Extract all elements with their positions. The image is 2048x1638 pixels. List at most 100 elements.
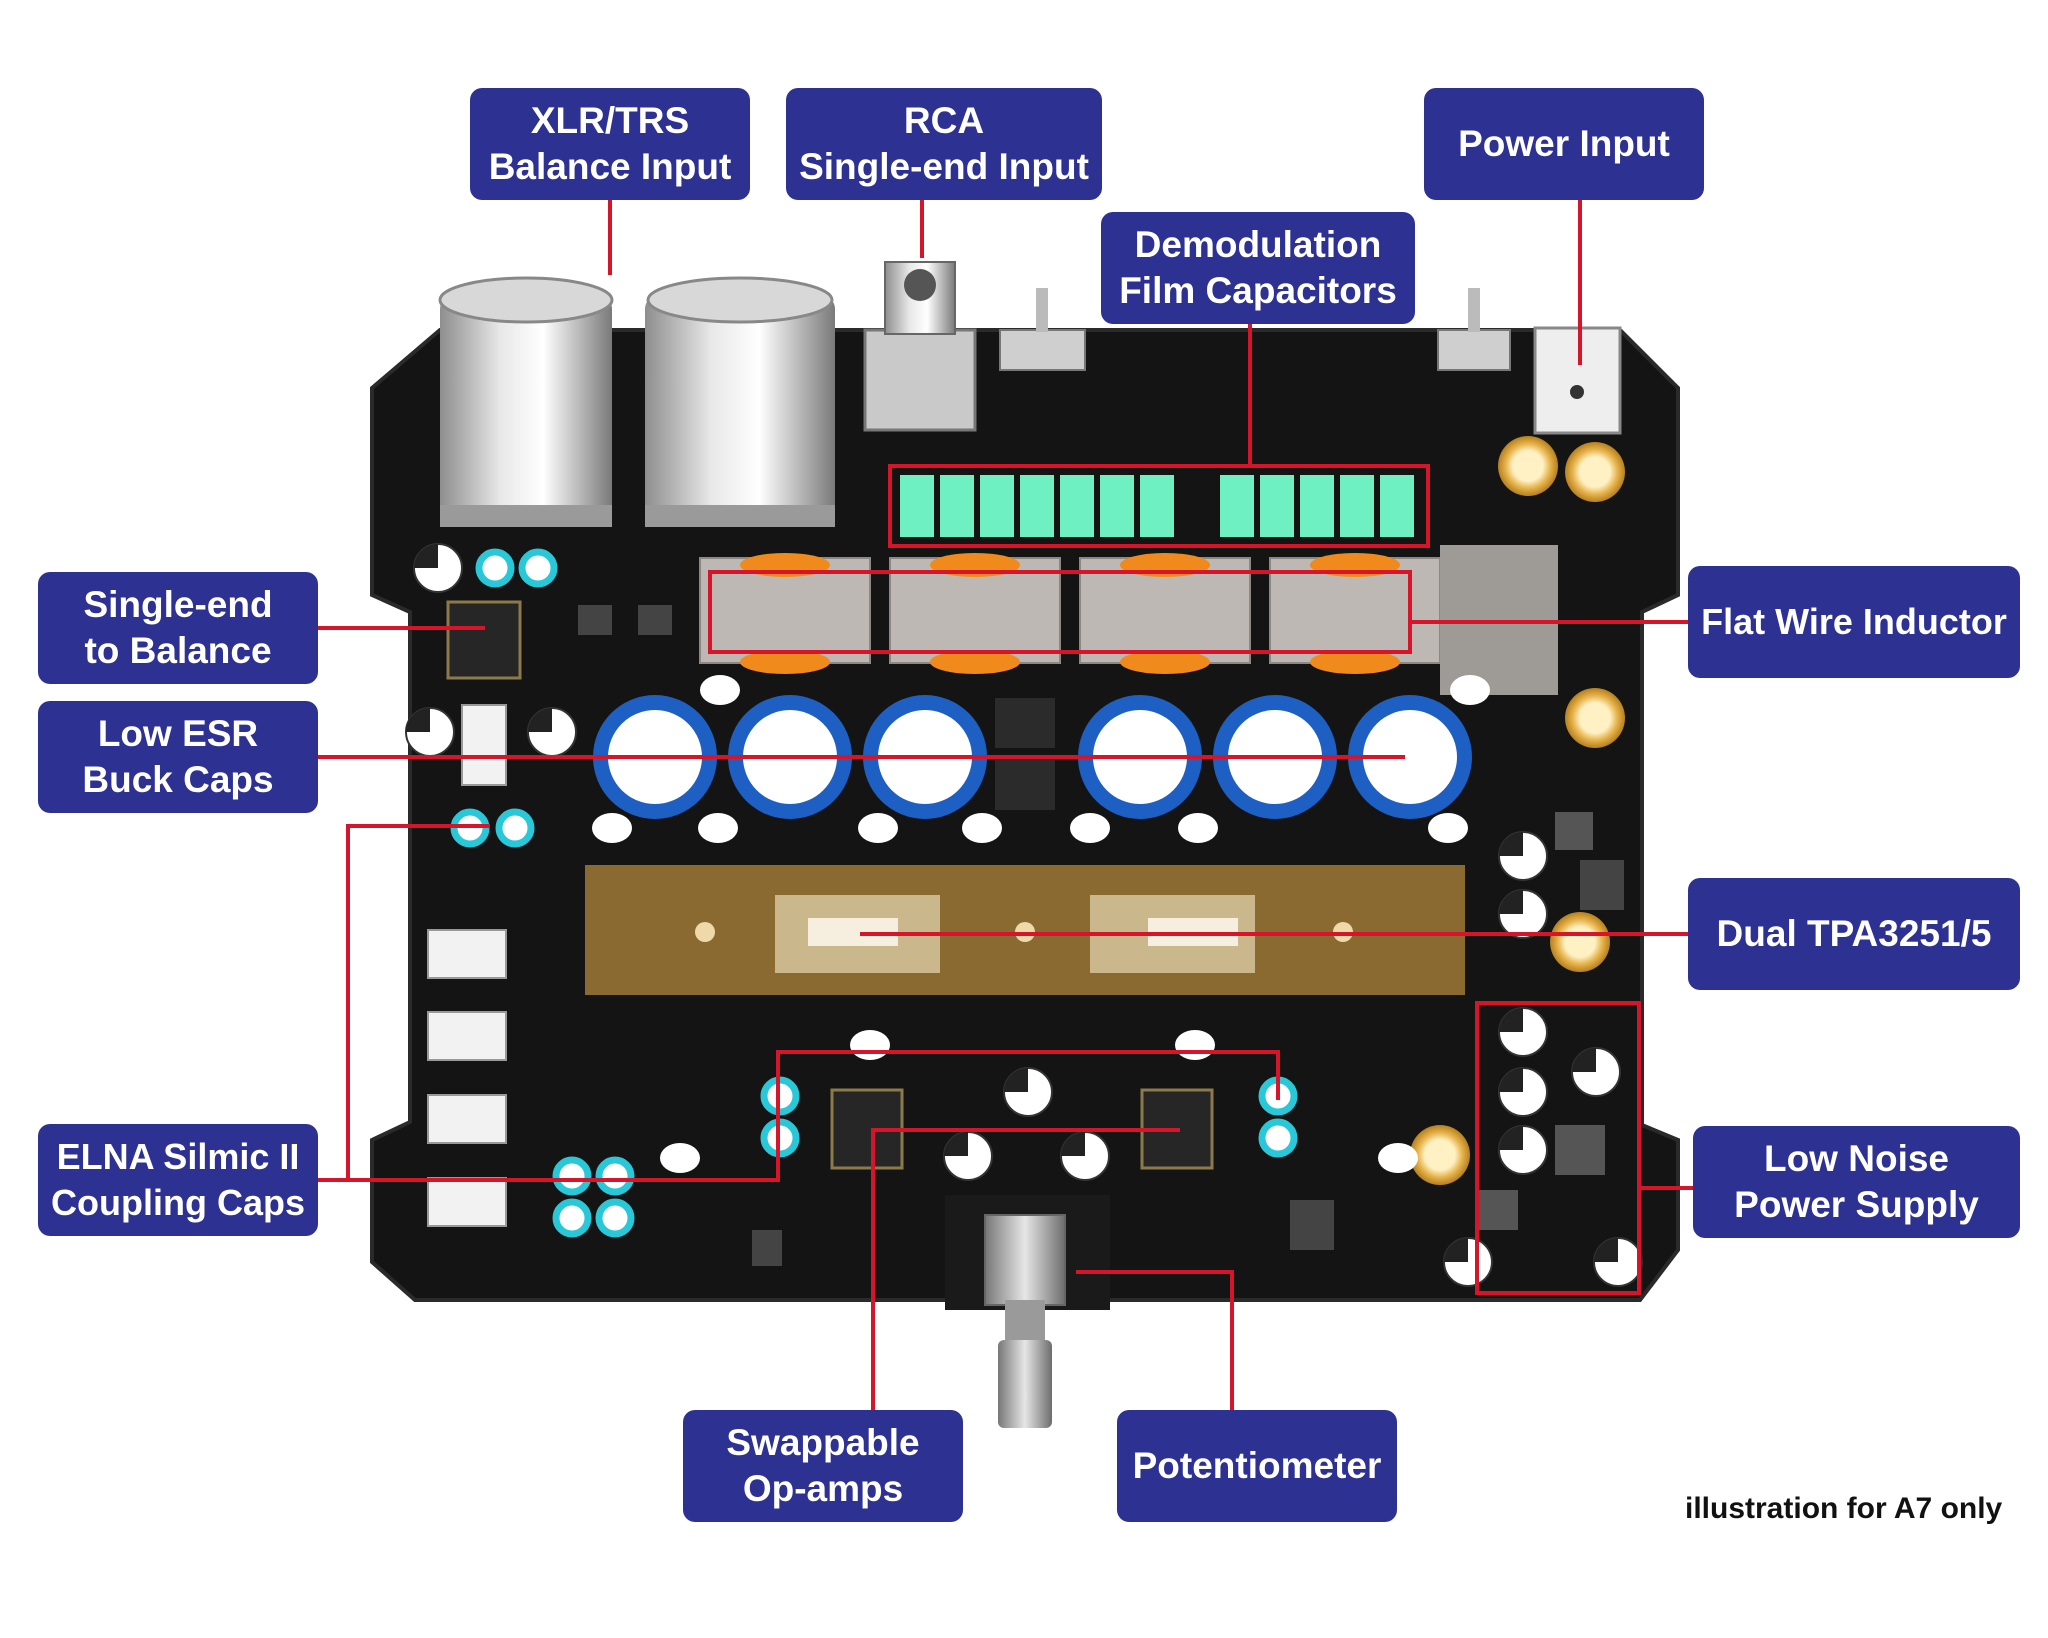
toggle-switch: [999, 329, 1086, 371]
cyan-ring-pad: [595, 1156, 635, 1196]
film-capacitor-bank: [900, 475, 1414, 537]
cyan-ring-pad: [552, 1156, 592, 1196]
leader-line: [318, 824, 490, 1182]
alu-capacitors: [405, 543, 1643, 1287]
mounting-pad: [1450, 675, 1490, 705]
regulator: [1580, 860, 1624, 910]
label-flat-wire-inductor: Flat Wire Inductor: [1688, 566, 2020, 678]
gold-capacitor: [1550, 912, 1610, 972]
mounting-pad: [660, 1143, 700, 1173]
label-rca-single-end-input: RCA Single-end Input: [786, 88, 1102, 200]
inductor-highlight: [708, 570, 1412, 654]
mounting-pad: [1175, 1030, 1215, 1060]
alu-capacitor: [413, 543, 463, 593]
gold-capacitor: [1565, 442, 1625, 502]
ic-chip: [995, 760, 1055, 810]
power-jack: [1533, 326, 1622, 435]
regulator: [1478, 1190, 1518, 1230]
white-component: [461, 704, 507, 786]
label-dual-tpa3251-5: Dual TPA3251/5: [1688, 878, 2020, 990]
ic-chip: [1290, 1200, 1334, 1250]
alu-capacitor: [405, 707, 455, 757]
alu-capacitor: [943, 1131, 993, 1181]
leader-line: [1076, 1270, 1234, 1415]
regulator: [1555, 812, 1593, 850]
cyan-ring-pad: [475, 548, 515, 588]
switch-lever: [1036, 288, 1048, 332]
ic-chip: [446, 600, 522, 680]
film-capacitor: [1140, 475, 1174, 537]
film-capacitor: [900, 475, 934, 537]
ic-chip: [578, 605, 612, 635]
cyan-ring-pad: [552, 1198, 592, 1238]
ic-chip: [995, 698, 1055, 748]
film-cap-highlight: [888, 464, 1430, 548]
amplifier-heatsink: [585, 865, 1465, 995]
mounting-pad: [1070, 813, 1110, 843]
alu-capacitor: [527, 707, 577, 757]
rca-jack: [863, 261, 977, 432]
buck-capacitor: [1348, 695, 1472, 819]
alu-capacitor: [1498, 831, 1548, 881]
mounting-pad: [1178, 813, 1218, 843]
relay: [427, 1177, 507, 1227]
mounting-pad: [700, 675, 740, 705]
alu-capacitor: [1060, 1131, 1110, 1181]
leader-line: [348, 1050, 1280, 1182]
mounting-pads: [592, 675, 1490, 1173]
leader-line: [871, 1128, 1180, 1415]
relay: [427, 929, 507, 979]
film-capacitor: [940, 475, 974, 537]
film-capacitor: [1340, 475, 1374, 537]
alu-capacitor: [1498, 1125, 1548, 1175]
cyan-ring-pad: [495, 808, 535, 848]
ic-chip: [752, 1230, 782, 1266]
mounting-pad: [592, 813, 632, 843]
alu-capacitor: [1003, 1067, 1053, 1117]
flat-wire-inductor: [699, 553, 871, 674]
mounting-pad: [698, 813, 738, 843]
film-capacitor: [1100, 475, 1134, 537]
xlr-connector: [438, 276, 614, 527]
gold-capacitor: [1498, 436, 1558, 496]
psu-highlight: [1475, 1001, 1641, 1295]
xlr-connector: [645, 276, 835, 527]
mounting-pad: [1378, 1143, 1418, 1173]
left-relays: [427, 929, 507, 1227]
label-xlr-trs-balance-input: XLR/TRS Balance Input: [470, 88, 750, 200]
cyan-ring-pad: [518, 548, 558, 588]
label-demodulation-film-capacitors: Demodulation Film Capacitors: [1101, 212, 1415, 324]
label-single-end-to-balance: Single-end to Balance: [38, 572, 318, 684]
mounting-pad: [850, 1030, 890, 1060]
cyan-ring-pad: [595, 1198, 635, 1238]
relay: [427, 1011, 507, 1061]
cyan-ring-pad: [1258, 1118, 1298, 1158]
film-capacitor: [1260, 475, 1294, 537]
alu-capacitor: [1498, 889, 1548, 939]
ic-chip: [638, 605, 672, 635]
relay: [427, 1094, 507, 1144]
gold-capacitor: [1565, 688, 1625, 748]
label-swappable-op-amps: Swappable Op-amps: [683, 1410, 963, 1522]
label-power-input: Power Input: [1424, 88, 1704, 200]
film-capacitor: [1060, 475, 1094, 537]
film-capacitor: [1380, 475, 1414, 537]
film-capacitor: [1220, 475, 1254, 537]
regulator: [1555, 1125, 1605, 1175]
mounting-pad: [858, 813, 898, 843]
potentiometer-body: [945, 1195, 1110, 1428]
alu-capacitor: [1498, 1067, 1548, 1117]
label-elna-silmic-coupling-caps: ELNA Silmic II Coupling Caps: [38, 1124, 318, 1236]
mounting-pad: [1428, 813, 1468, 843]
toggle-switch: [1437, 329, 1511, 371]
film-capacitor: [1300, 475, 1334, 537]
film-capacitor: [980, 475, 1014, 537]
illustration-caption: illustration for A7 only: [1685, 1492, 2003, 1525]
switch-lever: [1468, 288, 1480, 332]
film-capacitor: [1020, 475, 1054, 537]
mounting-pad: [962, 813, 1002, 843]
alu-capacitor: [1443, 1237, 1493, 1287]
label-potentiometer: Potentiometer: [1117, 1410, 1397, 1522]
